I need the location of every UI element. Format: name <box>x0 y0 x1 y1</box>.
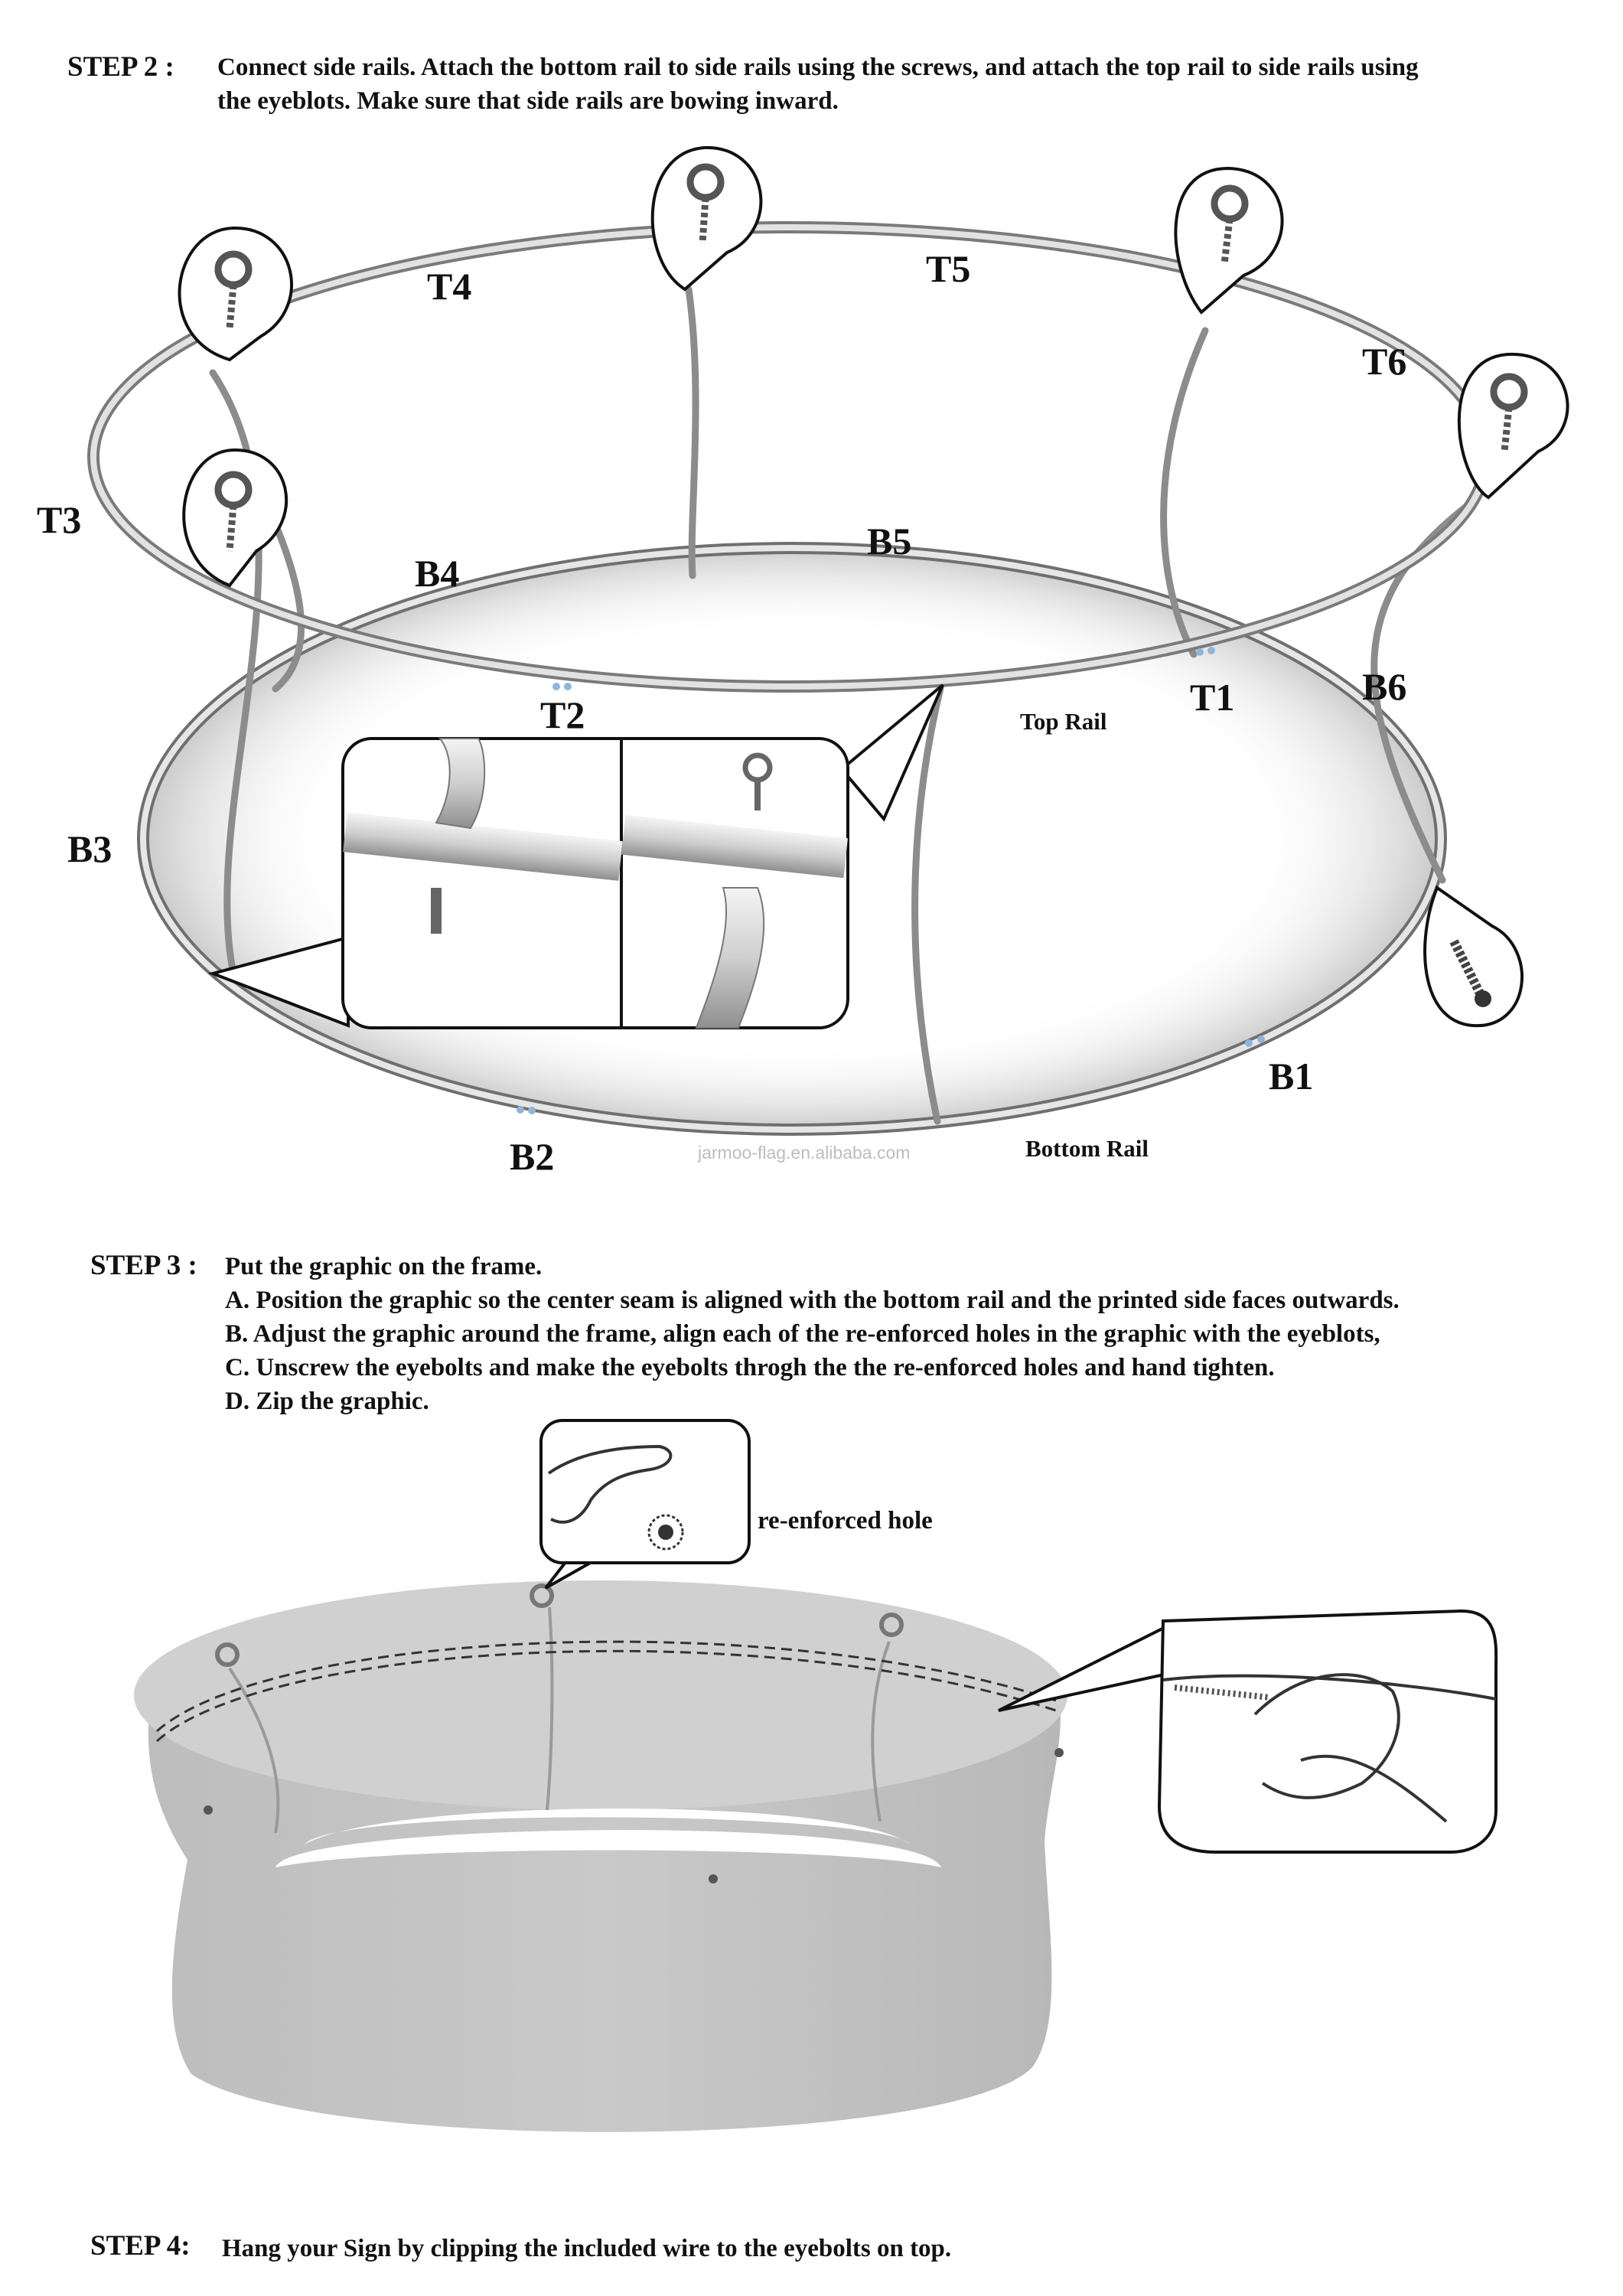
step4-heading: STEP 4: <box>90 2229 191 2262</box>
step4-text: Hang your Sign by clipping the included … <box>222 2232 951 2265</box>
fabric-graphic <box>134 1580 1067 2132</box>
zipper-detail-callout <box>999 1611 1496 1852</box>
reenforced-hole-callout <box>541 1420 749 1588</box>
reenforced-hole-label: re-enforced hole <box>758 1504 933 1538</box>
